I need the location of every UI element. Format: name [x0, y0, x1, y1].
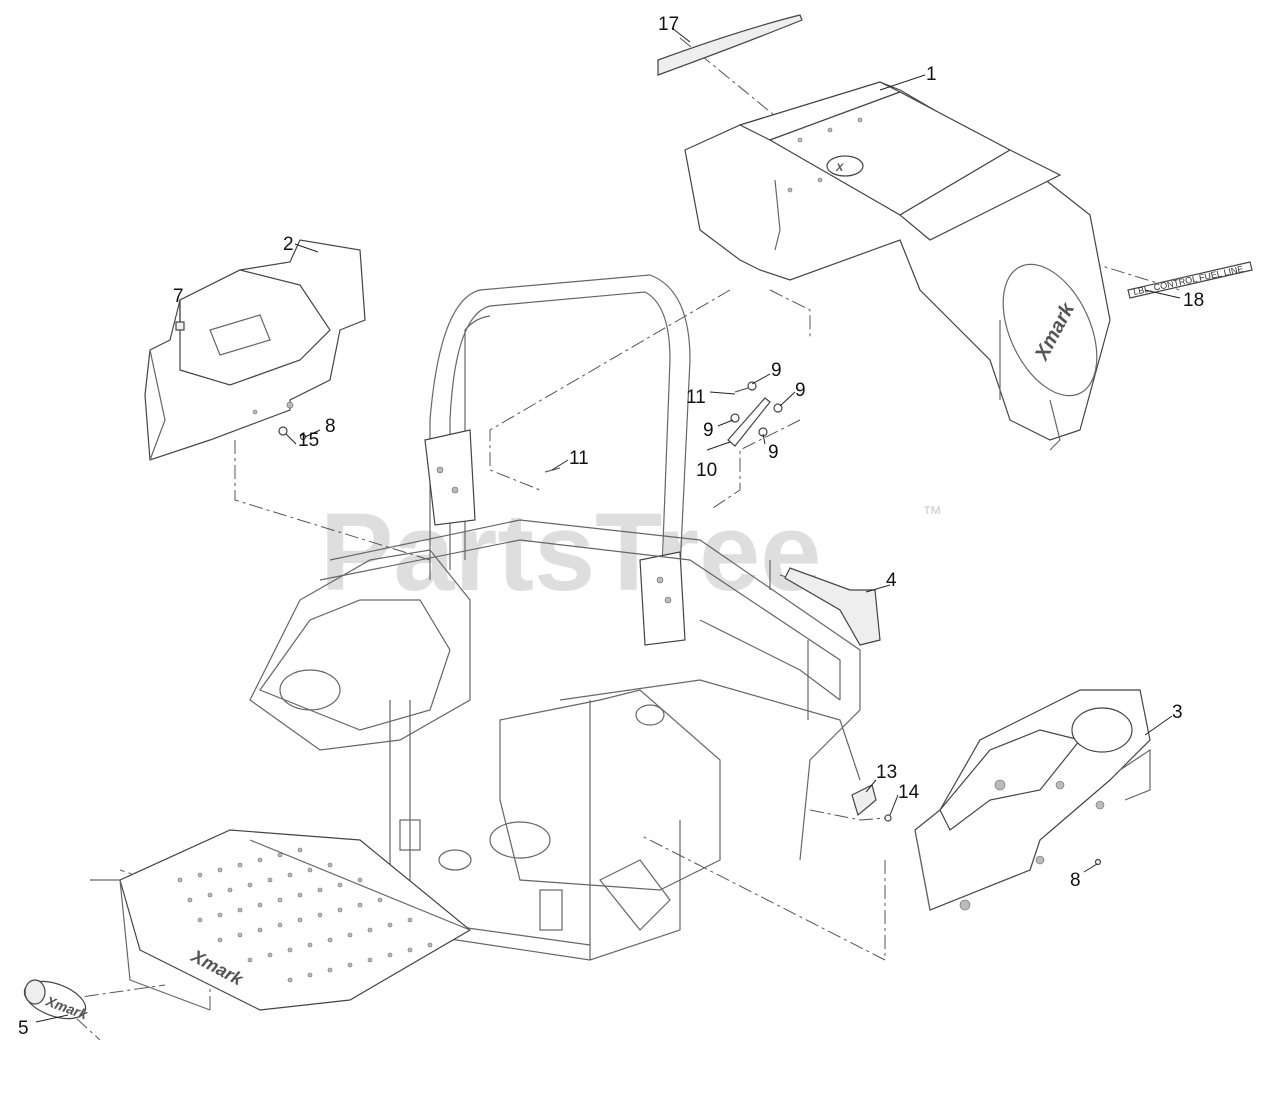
part-2-left-console	[144, 239, 366, 461]
callout-5: 5	[18, 1018, 29, 1039]
callout-10: 10	[696, 460, 717, 481]
watermark-text: PartsTree	[320, 491, 821, 614]
callout-3: 3	[1172, 702, 1183, 723]
callout-17: 17	[658, 14, 679, 35]
part-14-screw	[884, 814, 892, 822]
callout-labels: 17 1 2 7 18 9 11 9 9 9 10 11 15 8 4 3 13…	[18, 14, 1204, 1039]
callout-18: 18	[1183, 290, 1204, 311]
part-9-washer-a	[747, 381, 757, 391]
callout-15: 15	[298, 430, 319, 451]
leader-lines	[35, 27, 1181, 1023]
callout-8a: 8	[325, 416, 336, 437]
callout-2: 2	[283, 234, 294, 255]
part-17-decal	[657, 14, 803, 76]
part-13-bracket	[851, 784, 877, 817]
callout-11b: 11	[569, 448, 589, 469]
part-7-fitting	[175, 321, 185, 331]
callout-14: 14	[898, 782, 920, 803]
part-1-rear-hood: X Xmark	[684, 81, 1111, 451]
part-4-cover	[784, 567, 881, 646]
callout-9c: 9	[703, 420, 714, 441]
callout-11a: 11	[686, 387, 706, 408]
part-15-washer	[278, 426, 288, 436]
callout-9d: 9	[768, 442, 779, 463]
callout-9a: 9	[771, 360, 782, 381]
callout-4: 4	[886, 570, 897, 591]
rops-frame	[424, 274, 691, 646]
part-10-link	[727, 397, 771, 447]
part-11-pin-a	[734, 387, 749, 393]
callout-9b: 9	[795, 380, 806, 401]
callout-1: 1	[926, 64, 937, 85]
floor-pan-perforations	[177, 847, 433, 983]
svg-text:X: X	[835, 162, 844, 174]
watermark-trademark: ™	[922, 503, 942, 525]
floor-pan: Xmark	[90, 829, 472, 1011]
hardware-cluster	[544, 381, 783, 473]
part-3-right-console	[914, 689, 1151, 911]
callout-7: 7	[173, 286, 184, 307]
callout-13: 13	[876, 762, 897, 783]
callout-8b: 8	[1070, 870, 1081, 891]
part-8-screw-right	[1094, 858, 1102, 866]
